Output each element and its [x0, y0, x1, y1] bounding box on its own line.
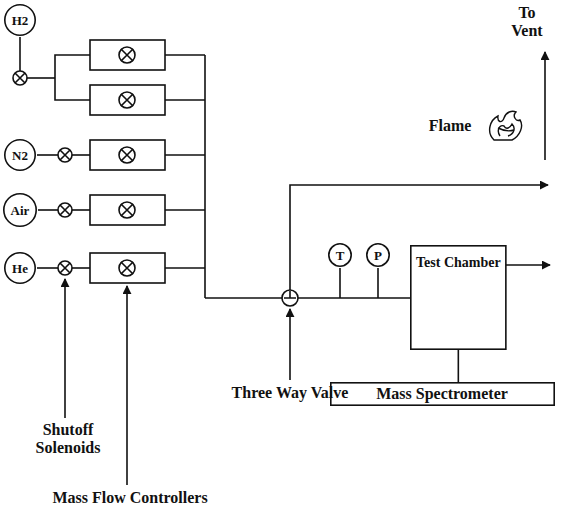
vent-arrow [544, 52, 546, 160]
gas-source: N2 [4, 139, 36, 171]
vent-label: To Vent [505, 4, 549, 40]
mass-flow-controller [90, 140, 165, 170]
test-chamber: Test Chamber [410, 245, 507, 350]
controller-label: Mass Flow Controllers [20, 489, 240, 507]
gas-source: He [4, 252, 36, 284]
exhaust-line [502, 264, 550, 266]
connector-line [458, 350, 460, 382]
sensor-stem [339, 268, 341, 298]
gas-line [165, 267, 205, 269]
gas-line [19, 37, 21, 71]
gas-line [55, 55, 90, 100]
gas-line [165, 54, 205, 56]
pressure-gauge: P [366, 243, 390, 267]
temperature-gauge: T [328, 243, 352, 267]
valve-label: Three Way Valve [210, 384, 370, 402]
pointer-arrow [126, 286, 128, 485]
mass-flow-controller [90, 85, 165, 115]
manifold-line [205, 297, 282, 299]
solenoid-label: Shutoff Solenoids [20, 421, 116, 457]
manifold-line [204, 55, 206, 298]
node-text: Test Chamber [416, 255, 501, 271]
gas-line [165, 99, 205, 101]
mass-flow-controller [90, 40, 165, 70]
pointer-arrow [289, 309, 291, 380]
mass-flow-controller [90, 253, 165, 283]
gas-line [165, 209, 205, 211]
gas-source: Air [3, 193, 37, 227]
gas-line [165, 154, 205, 156]
gas-line [72, 267, 90, 269]
flame-icon [490, 111, 522, 140]
node-text: T [336, 248, 345, 263]
solenoid-valve [13, 71, 27, 85]
gas-line [72, 154, 90, 156]
gas-line [37, 267, 58, 269]
node-text: He [12, 261, 28, 276]
node-text: Air [11, 203, 30, 218]
solenoid-valve [58, 261, 72, 275]
feed-line [298, 297, 410, 299]
gas-line [38, 209, 58, 211]
gas-line [27, 77, 55, 79]
gas-line [72, 209, 90, 211]
solenoid-valve [58, 148, 72, 162]
mass-spectrometer: Mass Spectrometer [330, 382, 555, 406]
mass-flow-controller [90, 195, 165, 225]
solenoid-valve [58, 203, 72, 217]
node-text: N2 [12, 148, 28, 163]
three-way-valve [282, 290, 298, 306]
gas-line [37, 154, 58, 156]
pointer-arrow [64, 279, 66, 418]
gas-source: H2 [4, 4, 36, 36]
node-text: Mass Spectrometer [376, 385, 508, 403]
node-text: P [374, 248, 382, 263]
flame-label: Flame [420, 117, 480, 135]
node-text: H2 [12, 13, 29, 28]
sensor-stem [377, 268, 379, 298]
